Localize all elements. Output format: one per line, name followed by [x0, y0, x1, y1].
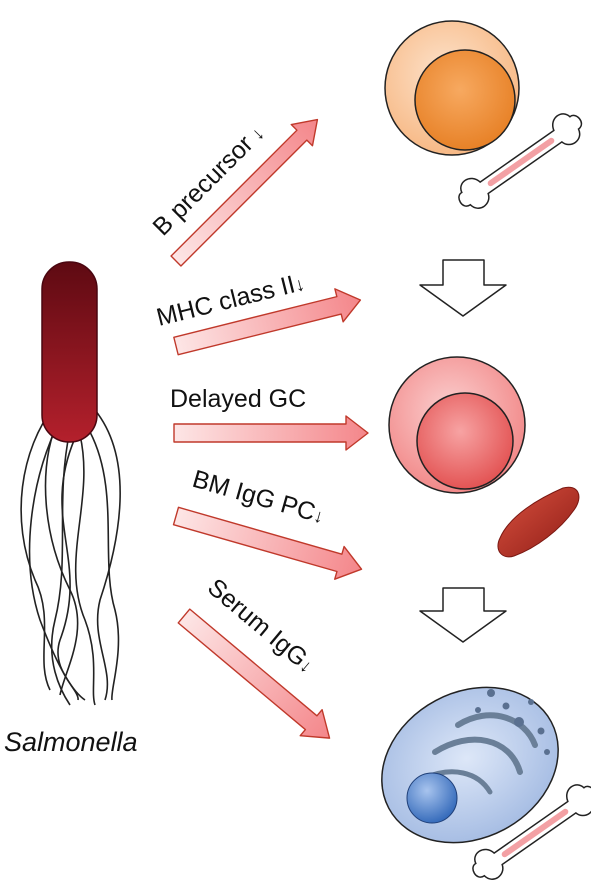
- nucleus: [406, 772, 458, 824]
- spleen-icon: [497, 486, 580, 558]
- stage-arrow-1: [419, 259, 507, 317]
- arrow-mhc-class-ii: [173, 288, 362, 356]
- stage-arrow-2: [419, 587, 507, 643]
- label-delayed-gc: Delayed GC: [170, 385, 306, 413]
- plasma-cell: [381, 686, 559, 844]
- b-precursor-cell: [384, 20, 520, 156]
- salmonella-bacterium: [20, 261, 121, 706]
- activated-b-cell: [388, 356, 526, 494]
- flagella: [20, 404, 121, 706]
- organism-label: Salmonella: [4, 727, 138, 757]
- arrow-serum-igg: [177, 608, 331, 739]
- label-serum-igg: Serum IgG↓: [202, 573, 320, 678]
- vesicles: [475, 689, 550, 755]
- arrow-delayed-gc: [173, 415, 369, 451]
- bone-icon: [458, 113, 583, 209]
- bone-icon: [472, 784, 591, 880]
- bacterium-body: [41, 261, 98, 443]
- arrow-bm-igg-pc: [172, 506, 363, 580]
- arrow-b-precursor: [170, 118, 319, 267]
